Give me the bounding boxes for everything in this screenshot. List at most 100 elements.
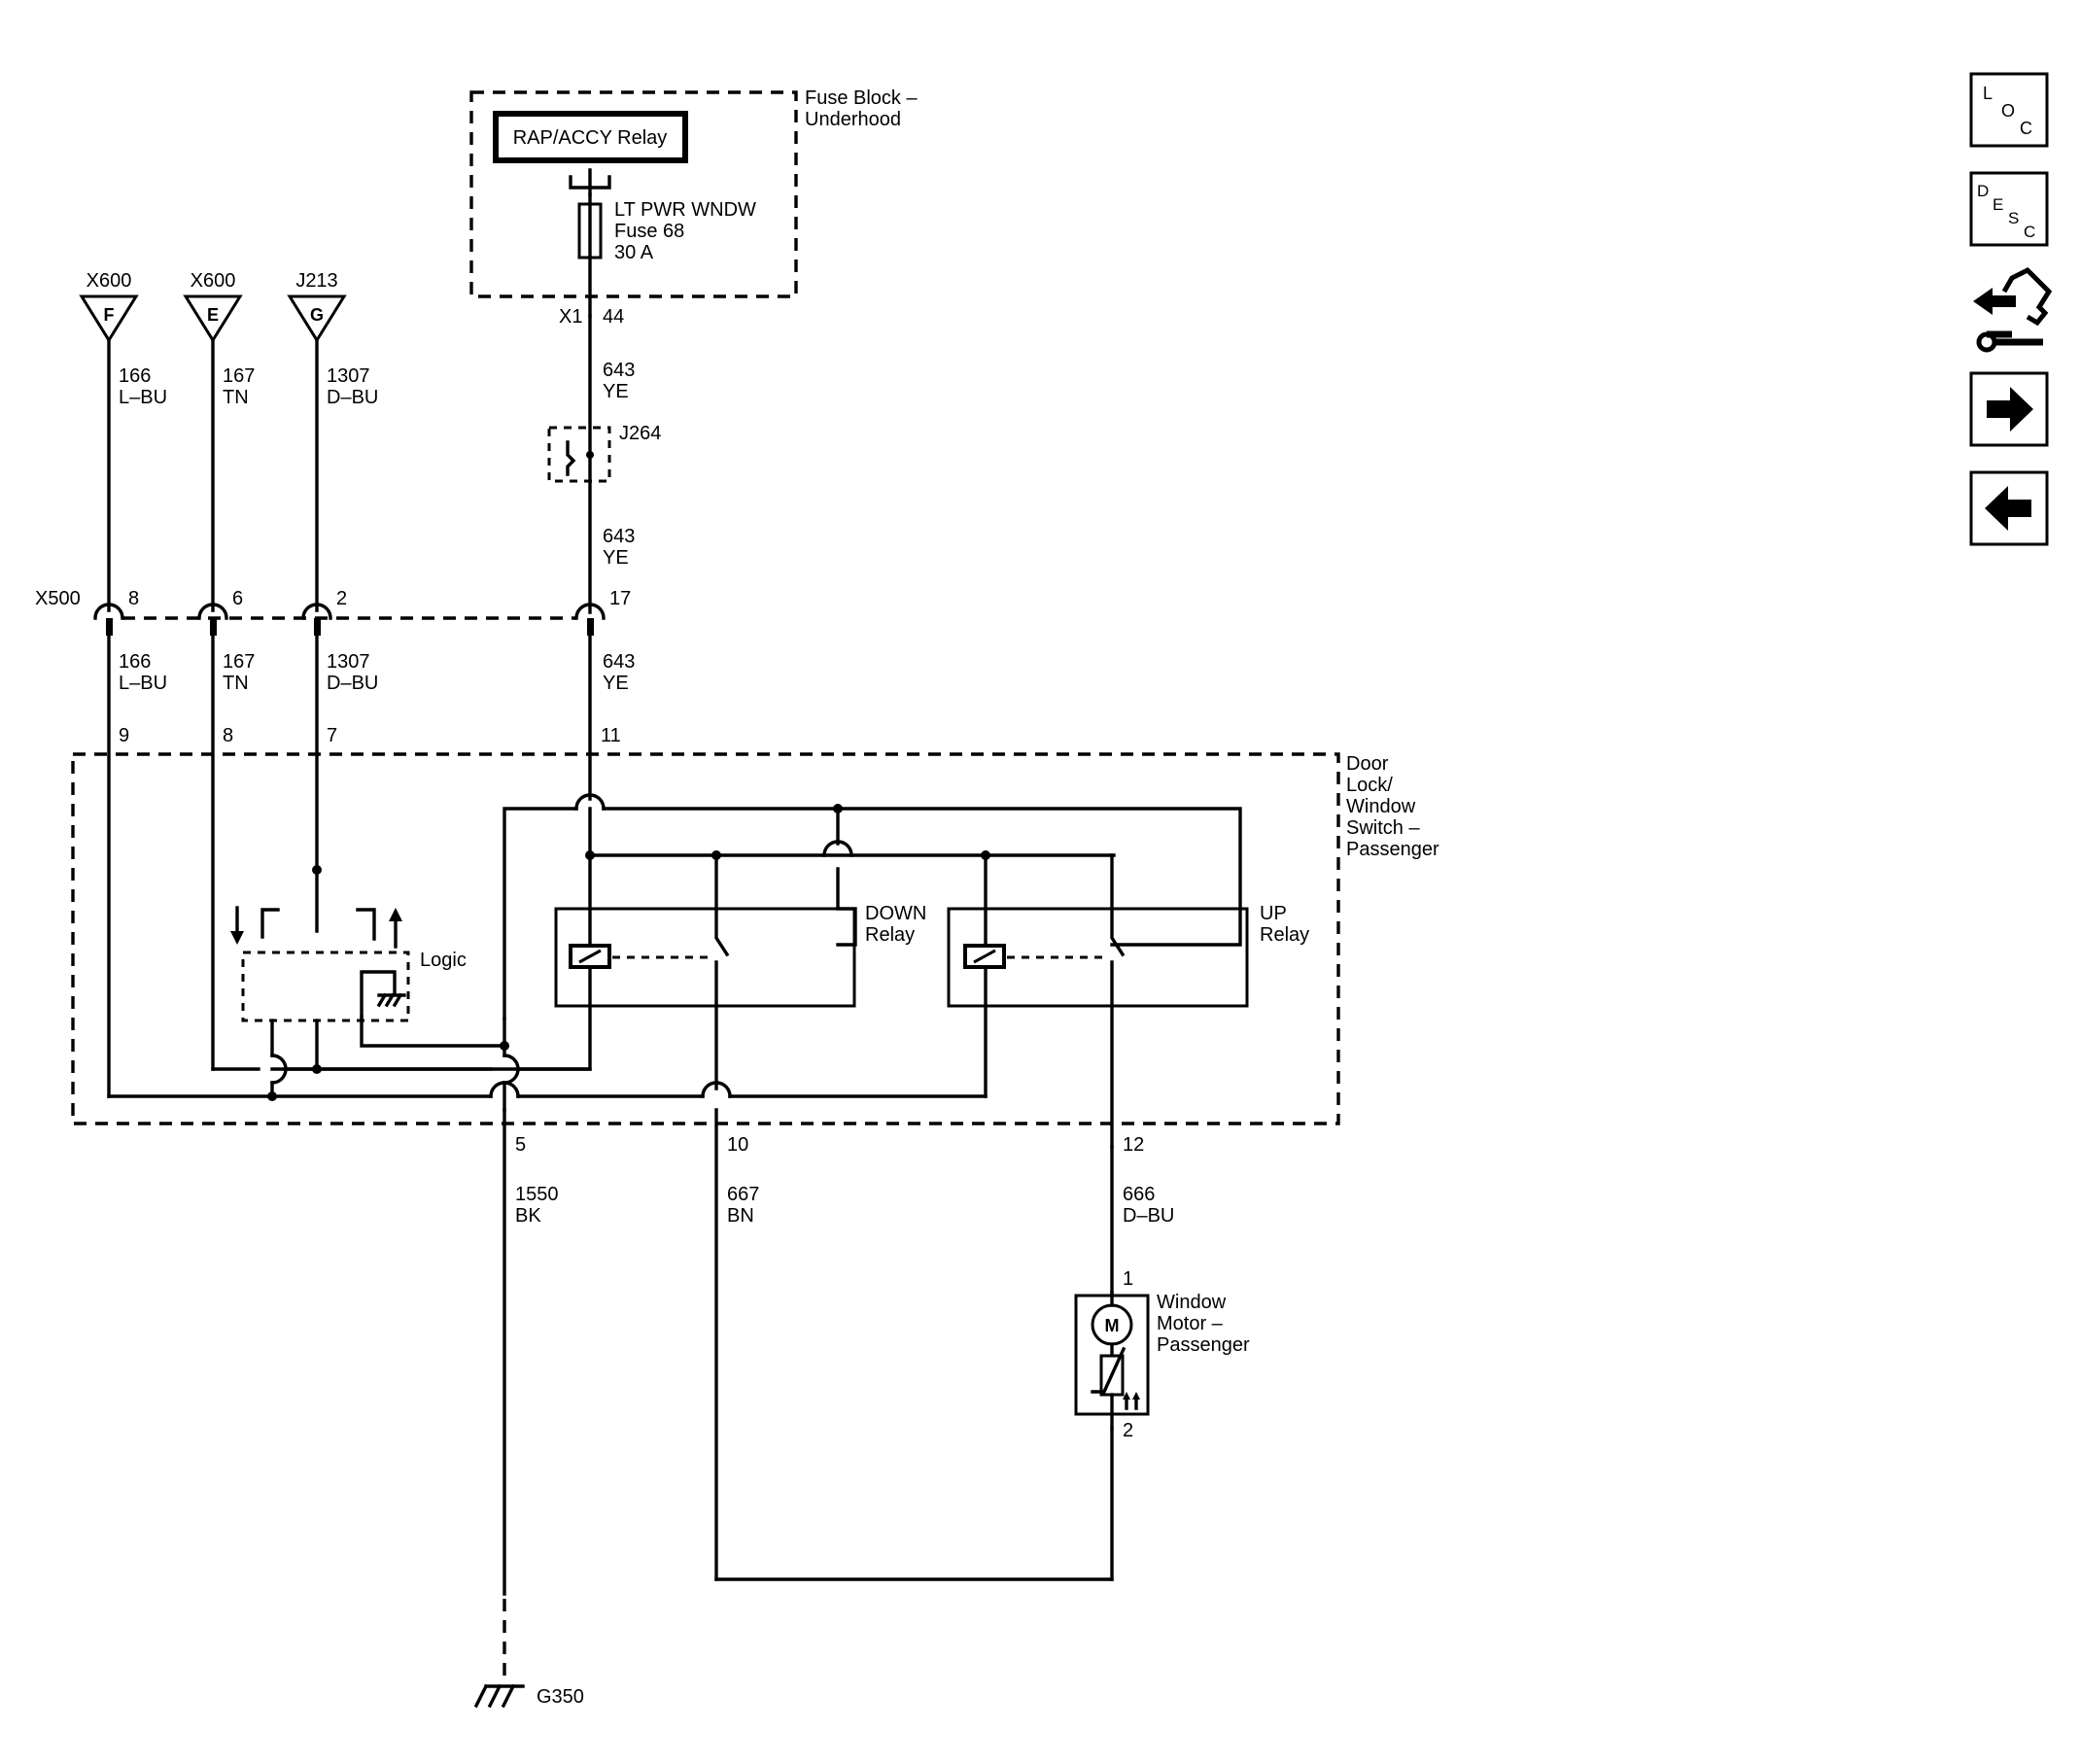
ground-g350-symbol: G350 bbox=[473, 1683, 584, 1709]
window-motor-passenger: 1 M 2 Window Motor – Passenger bbox=[1074, 1268, 1250, 1581]
up-relay-label-2: Relay bbox=[1260, 924, 1309, 946]
wire-667-color: BN bbox=[727, 1205, 754, 1227]
wire-167-color-lower: TN bbox=[223, 673, 249, 694]
source-2-letter: E bbox=[207, 305, 219, 325]
diagnostic-icon[interactable] bbox=[1973, 266, 2053, 353]
motor-name-line-2: Motor – bbox=[1157, 1313, 1224, 1334]
door-lock-window-switch-passenger: Door Lock/ Window Switch – Passenger Log… bbox=[71, 634, 1439, 1149]
wire-166-circuit-lower: 166 bbox=[119, 651, 151, 673]
switch-feed-bus bbox=[503, 807, 1242, 1020]
source-1-circuit: 166 bbox=[119, 365, 151, 387]
x500-pin-6: 6 bbox=[232, 588, 243, 609]
relay-b-plus-bus bbox=[588, 807, 1116, 857]
wire-1550-color: BK bbox=[515, 1205, 541, 1227]
desc-letter-s: S bbox=[2008, 209, 2019, 227]
wire-643-circuit-3: 643 bbox=[603, 651, 635, 673]
motor-name-line-3: Passenger bbox=[1157, 1334, 1250, 1356]
desc-button[interactable]: D E S C bbox=[1969, 171, 2049, 247]
wire-1307-color-lower: D–BU bbox=[327, 673, 378, 694]
switch-pin-12: 12 bbox=[1123, 1134, 1144, 1156]
source-3-circuit: 1307 bbox=[327, 365, 370, 387]
source-1-color: L–BU bbox=[119, 387, 167, 408]
desc-letter-e: E bbox=[1993, 195, 2003, 214]
source-2-color: TN bbox=[223, 387, 249, 408]
switch-name-line-2: Lock/ bbox=[1346, 775, 1393, 796]
splice-j264-label: J264 bbox=[619, 423, 661, 444]
motor-symbol: M bbox=[1105, 1316, 1120, 1335]
wire-166-color-lower: L–BU bbox=[119, 673, 167, 694]
down-relay-label-2: Relay bbox=[865, 924, 915, 946]
previous-arrow-icon[interactable] bbox=[1969, 470, 2049, 546]
source-3-connector: J213 bbox=[295, 270, 337, 292]
fuse-number-label: Fuse 68 bbox=[614, 221, 684, 242]
up-relay-label-1: UP bbox=[1260, 903, 1287, 924]
switch-pin-10: 10 bbox=[727, 1134, 748, 1156]
motor-pin-2: 2 bbox=[1123, 1420, 1133, 1441]
circuit-667: 667 BN bbox=[714, 1108, 1114, 1581]
loc-letter-c: C bbox=[2020, 119, 2032, 138]
source-j213-g: J213 G 1307 D–BU bbox=[287, 270, 378, 408]
next-arrow-icon[interactable] bbox=[1969, 371, 2049, 447]
fuse-connector-id: X1 bbox=[559, 306, 582, 328]
motor-pin-1: 1 bbox=[1123, 1268, 1133, 1290]
fuse-block-label-line1: Fuse Block – bbox=[805, 87, 918, 109]
loc-letter-o: O bbox=[2001, 101, 2015, 121]
splice-j264: J264 bbox=[547, 423, 661, 483]
source-3-letter: G bbox=[310, 305, 324, 325]
switch-pin-7: 7 bbox=[327, 725, 337, 746]
circuit-643-upper: 643 YE J264 643 YE bbox=[547, 314, 661, 614]
wire-643-circuit-2: 643 bbox=[603, 526, 635, 547]
desc-letter-d: D bbox=[1977, 182, 1989, 200]
fuse-connector-pin: 44 bbox=[603, 306, 624, 328]
fuse-block-underhood: Fuse Block – Underhood RAP/ACCY Relay LT… bbox=[469, 87, 918, 328]
logic-module: Logic bbox=[230, 906, 467, 1022]
circuit-666: 666 D–BU bbox=[1110, 1145, 1174, 1295]
loc-button[interactable]: L O C bbox=[1969, 72, 2049, 148]
wire-667-circuit: 667 bbox=[727, 1184, 759, 1205]
rap-accy-relay-label: RAP/ACCY Relay bbox=[513, 127, 668, 149]
source-1-letter: F bbox=[104, 305, 115, 325]
switch-name-line-4: Switch – bbox=[1346, 817, 1420, 839]
source-2-circuit: 167 bbox=[223, 365, 255, 387]
switch-pin-9: 9 bbox=[119, 725, 129, 746]
desc-letter-c: C bbox=[2024, 223, 2035, 241]
source-1-connector: X600 bbox=[87, 270, 132, 292]
ground-g350-label: G350 bbox=[537, 1686, 584, 1708]
wire-643-color-3: YE bbox=[603, 673, 629, 694]
up-relay: UP Relay bbox=[947, 853, 1309, 1149]
x500-label: X500 bbox=[35, 588, 81, 609]
source-x600-e: X600 E 167 TN bbox=[183, 270, 255, 408]
source-2-connector: X600 bbox=[191, 270, 236, 292]
down-relay-label-1: DOWN bbox=[865, 903, 926, 924]
connector-x500: X500 8 6 2 17 bbox=[35, 588, 631, 636]
switch-pin-5: 5 bbox=[515, 1134, 526, 1156]
switch-name-line-5: Passenger bbox=[1346, 839, 1439, 860]
source-3-color: D–BU bbox=[327, 387, 378, 408]
fuse-name-label: LT PWR WNDW bbox=[614, 199, 756, 221]
switch-pin-8: 8 bbox=[223, 725, 233, 746]
x500-pin-2: 2 bbox=[336, 588, 347, 609]
wire-167-circuit-lower: 167 bbox=[223, 651, 255, 673]
fuse-rating-label: 30 A bbox=[614, 242, 654, 263]
relay-output-terminal bbox=[569, 168, 611, 196]
rap-accy-relay-box bbox=[493, 111, 688, 163]
wire-643-circuit-1: 643 bbox=[603, 360, 635, 381]
wire-1307-circuit-lower: 1307 bbox=[327, 651, 370, 673]
switch-pin-11: 11 bbox=[601, 725, 621, 746]
motor-name-line-1: Window bbox=[1157, 1292, 1227, 1313]
down-relay: DOWN Relay bbox=[270, 853, 926, 1090]
wire-1550-circuit: 1550 bbox=[515, 1184, 559, 1205]
switch-name-line-1: Door bbox=[1346, 753, 1389, 775]
wire-666-color: D–BU bbox=[1123, 1205, 1174, 1227]
circuit-1550-ground: 1550 BK G350 bbox=[473, 1108, 584, 1709]
loc-letter-l: L bbox=[1983, 84, 1993, 103]
switch-name-line-3: Window bbox=[1346, 796, 1416, 817]
wire-643-color-2: YE bbox=[603, 547, 629, 569]
x500-pin-17: 17 bbox=[609, 588, 631, 609]
logic-label: Logic bbox=[420, 950, 467, 971]
source-x600-f: X600 F 166 L–BU bbox=[79, 270, 167, 408]
fuse-block-label-line2: Underhood bbox=[805, 109, 901, 130]
wire-643-color-1: YE bbox=[603, 381, 629, 402]
x500-pin-8: 8 bbox=[128, 588, 139, 609]
